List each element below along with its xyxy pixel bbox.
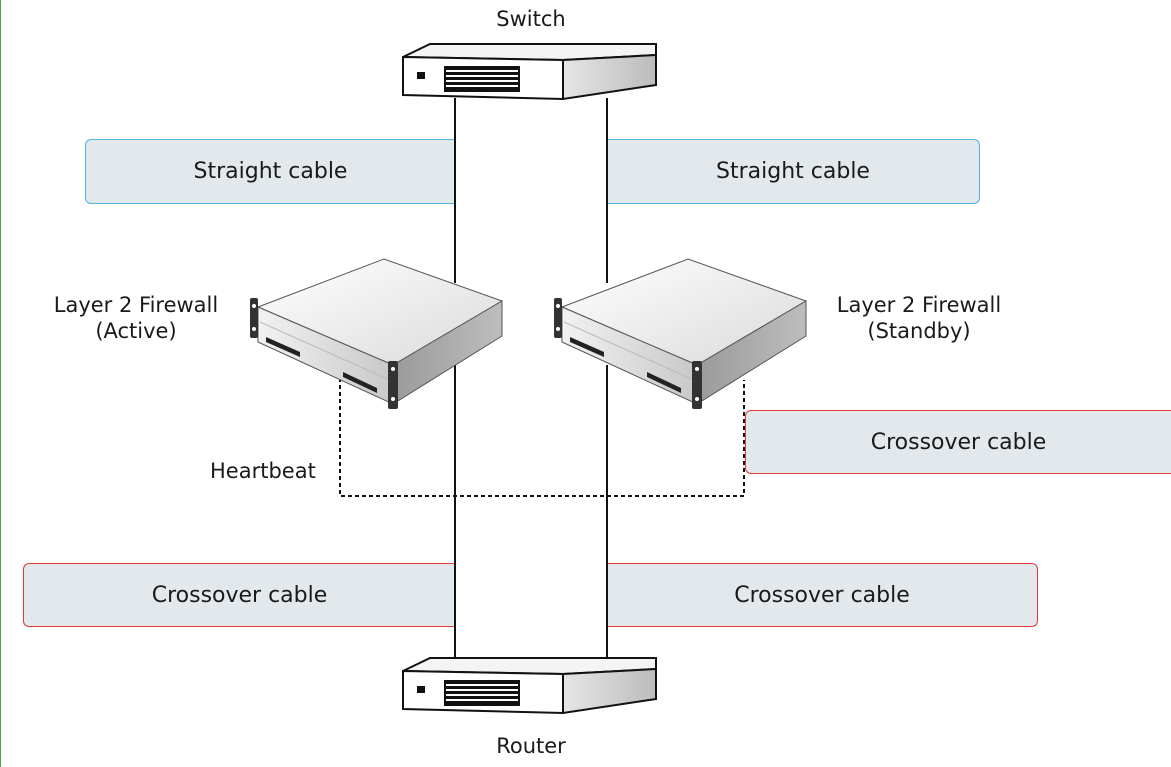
crossover-cable-label-heartbeat: Crossover cable — [745, 410, 1171, 474]
firewall-active-label-line2: (Active) — [95, 319, 177, 343]
firewall-standby-label-line2: (Standby) — [867, 319, 971, 343]
firewall-standby-label: Layer 2 Firewall (Standby) — [813, 292, 1025, 344]
crossover-cable-label-left: Crossover cable — [23, 563, 455, 627]
router-label: Router — [496, 734, 566, 758]
firewall-active-label-line1: Layer 2 Firewall — [53, 293, 219, 317]
switch-icon — [402, 43, 657, 101]
crossover-left-text: Crossover cable — [151, 582, 328, 608]
firewall-standby-label-line1: Layer 2 Firewall — [836, 293, 1002, 317]
crossover-cable-label-right: Crossover cable — [607, 563, 1038, 627]
frame-rule — [0, 0, 1, 767]
straight-cable-label-right: Straight cable — [607, 139, 980, 204]
firewall-standby-icon — [554, 258, 808, 409]
firewall-active-icon — [250, 258, 504, 409]
switch-label: Switch — [496, 7, 566, 31]
router-icon — [402, 657, 657, 715]
firewall-active-label: Layer 2 Firewall (Active) — [30, 292, 242, 344]
straight-cable-label-left: Straight cable — [85, 139, 455, 204]
heartbeat-link — [339, 378, 745, 497]
heartbeat-label: Heartbeat — [210, 458, 320, 484]
crossover-heartbeat-text: Crossover cable — [870, 429, 1047, 455]
crossover-right-text: Crossover cable — [734, 582, 910, 608]
straight-cable-right-text: Straight cable — [716, 159, 870, 184]
straight-cable-left-text: Straight cable — [193, 159, 348, 184]
